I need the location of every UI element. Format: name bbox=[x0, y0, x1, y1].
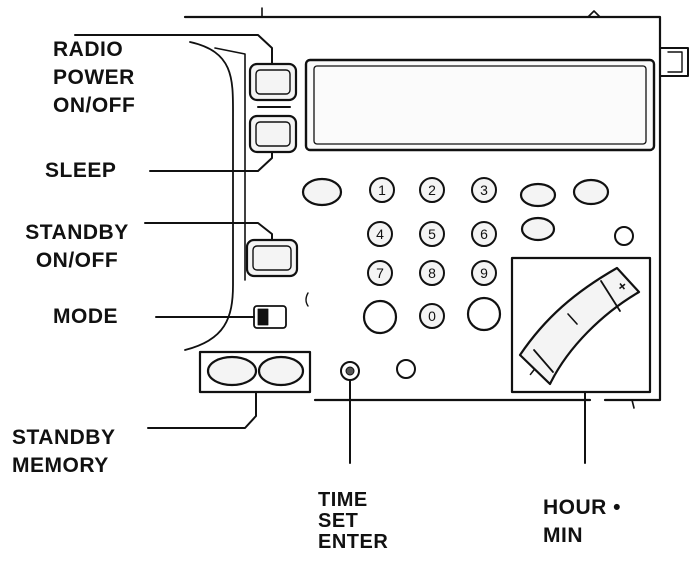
numeric-keypad: 1 2 3 4 5 6 7 8 9 0 bbox=[367, 177, 497, 329]
standby-onoff-label: STANDBY ON/OFF bbox=[25, 221, 129, 272]
time-set-enter-label: TIME SET ENTER bbox=[318, 489, 389, 553]
top-bracket-line bbox=[214, 47, 246, 281]
hour-min-rocker bbox=[518, 266, 641, 386]
keypad-digit-4: 4 bbox=[376, 226, 384, 242]
radio-power-leader bbox=[74, 34, 273, 65]
keypad-side-button-right-2 bbox=[572, 178, 610, 206]
keypad-side-button-right-3 bbox=[520, 216, 556, 242]
keypad-side-button-right-1 bbox=[519, 182, 557, 208]
radio-power-label: RADIO POWER ON/OFF bbox=[53, 38, 136, 117]
keypad-key-7 bbox=[367, 260, 393, 286]
side-knob bbox=[659, 47, 689, 77]
keypad-side-button-left bbox=[301, 177, 343, 207]
keypad-key-2 bbox=[419, 177, 445, 203]
keypad-key-0 bbox=[419, 303, 445, 329]
keypad-digit-5: 5 bbox=[428, 226, 436, 242]
keypad-key-3 bbox=[471, 177, 497, 203]
standby-memory-button-1 bbox=[206, 355, 258, 387]
keypad-digit-6: 6 bbox=[480, 226, 488, 242]
sleep-label: SLEEP bbox=[45, 159, 117, 182]
standby-memory-leader bbox=[147, 391, 257, 429]
keypad-key-5 bbox=[419, 221, 445, 247]
keypad-digit-3: 3 bbox=[480, 182, 488, 198]
keypad-blank-right bbox=[466, 296, 502, 332]
keypad-key-6 bbox=[471, 221, 497, 247]
small-right-button bbox=[614, 226, 634, 246]
standby-onoff-leader bbox=[144, 222, 273, 241]
keypad-digit-8: 8 bbox=[428, 265, 436, 281]
keypad-key-9 bbox=[471, 260, 497, 286]
hour-min-panel bbox=[510, 256, 652, 394]
small-round-button bbox=[396, 359, 416, 379]
display-window bbox=[304, 58, 656, 152]
keypad-digit-7: 7 bbox=[376, 265, 384, 281]
standby-memory-button-2 bbox=[257, 355, 305, 387]
standby-memory-label: STANDBY MEMORY bbox=[12, 426, 116, 477]
sleep-leader bbox=[149, 151, 273, 172]
keypad-key-8 bbox=[419, 260, 445, 286]
keypad-key-1 bbox=[369, 177, 395, 203]
keypad-blank-left bbox=[362, 299, 398, 335]
keypad-digit-2: 2 bbox=[428, 182, 436, 198]
mode-label: MODE bbox=[53, 305, 118, 328]
left-bracket-curve bbox=[184, 41, 234, 351]
keypad-key-4 bbox=[367, 221, 393, 247]
keypad-digit-1: 1 bbox=[378, 182, 386, 198]
hour-min-label: HOUR • MIN bbox=[543, 496, 622, 547]
keypad-digit-0: 0 bbox=[428, 308, 436, 324]
keypad-digit-9: 9 bbox=[480, 265, 488, 281]
